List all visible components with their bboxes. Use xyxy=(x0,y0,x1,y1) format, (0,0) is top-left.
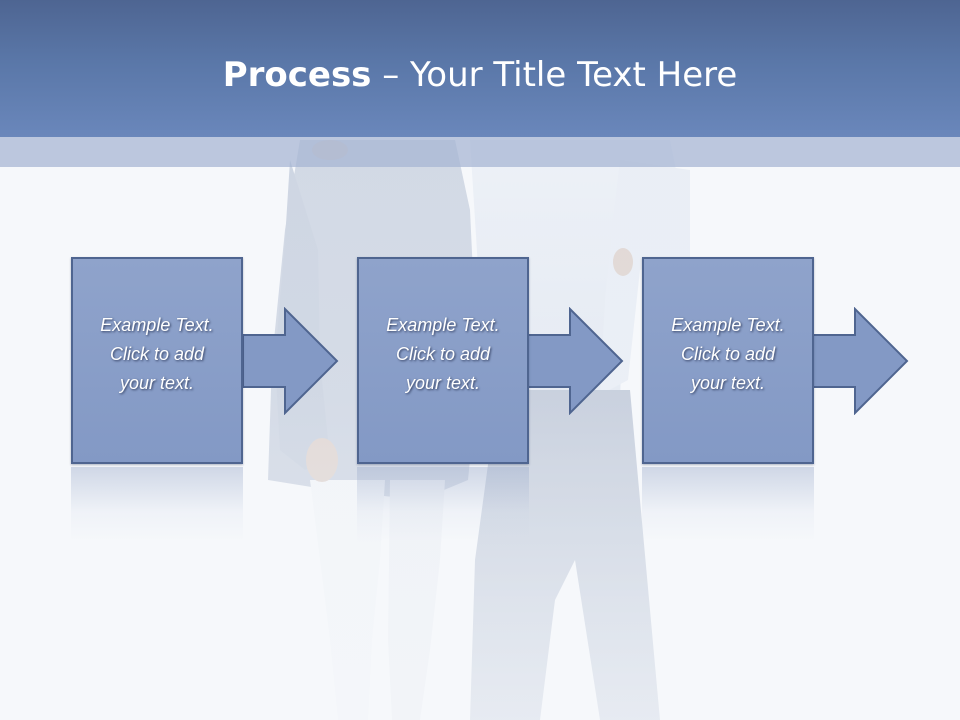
title-accent-strip xyxy=(0,137,960,167)
step-2-text: Example Text. Click to add your text. xyxy=(386,315,500,393)
title-bar xyxy=(0,0,960,137)
slide-title[interactable]: Process – Your Title Text Here xyxy=(0,52,960,98)
title-bold-part: Process xyxy=(222,55,372,95)
arrow-right-icon xyxy=(243,307,339,415)
step-2-reflection xyxy=(357,467,529,542)
step-1-text: Example Text. Click to add your text. xyxy=(100,315,214,393)
process-step-3[interactable]: Example Text. Click to add your text. xyxy=(642,257,814,464)
step-1-reflection xyxy=(71,467,243,542)
process-step-1[interactable]: Example Text. Click to add your text. xyxy=(71,257,243,464)
arrow-right-icon xyxy=(813,307,909,415)
step-3-reflection xyxy=(642,467,814,542)
arrow-right-icon xyxy=(528,307,624,415)
step-3-text: Example Text. Click to add your text. xyxy=(671,315,785,393)
process-step-2[interactable]: Example Text. Click to add your text. xyxy=(357,257,529,464)
title-rest-part: – Your Title Text Here xyxy=(371,55,738,95)
